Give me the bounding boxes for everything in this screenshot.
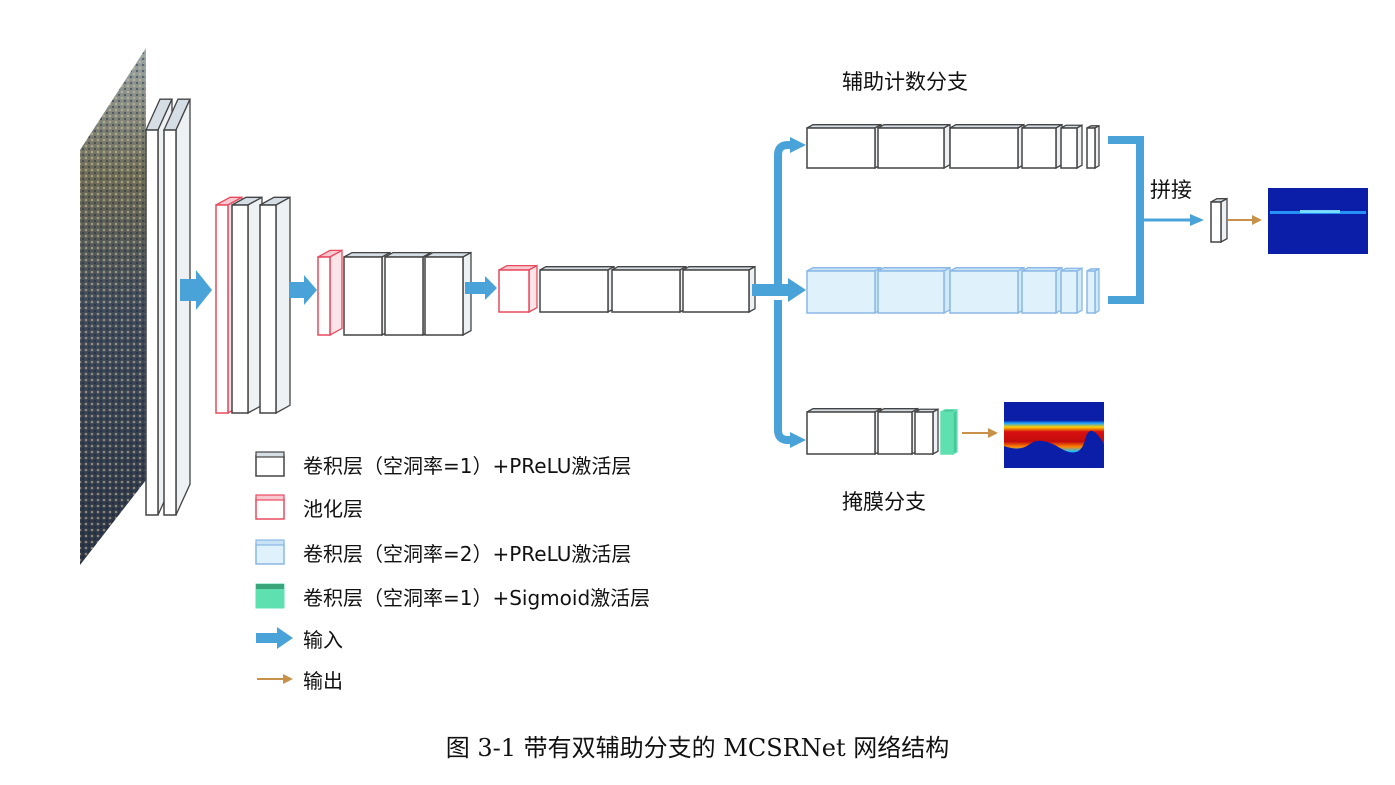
legend-item: 输出 bbox=[255, 664, 343, 694]
conv-layer bbox=[1086, 124, 1100, 170]
legend-text: 输出 bbox=[303, 668, 343, 693]
conv-layer bbox=[231, 196, 263, 415]
legend-text: 卷积层（空洞率=1）+PReLU激活层 bbox=[303, 453, 632, 478]
conv-layer bbox=[424, 251, 472, 337]
branch-arrow-up bbox=[774, 141, 792, 285]
sigmoid-conv-layer bbox=[940, 408, 958, 456]
input-image bbox=[80, 48, 146, 565]
input-arrow-icon bbox=[255, 625, 293, 651]
mask-map-output bbox=[1004, 402, 1104, 468]
pooling-layer bbox=[498, 264, 538, 314]
conv-layer bbox=[1060, 124, 1083, 170]
aux-branch-label: 辅助计数分支 bbox=[842, 70, 968, 94]
dilated-conv-layer bbox=[1060, 267, 1083, 315]
output-conv-layer bbox=[1210, 197, 1228, 244]
pooling-icon bbox=[255, 494, 287, 520]
flow-arrow bbox=[289, 275, 317, 305]
arrow-head bbox=[1190, 214, 1204, 226]
legend-text: 池化层 bbox=[303, 496, 363, 521]
legend-text: 卷积层（空洞率=2）+PReLU激活层 bbox=[303, 541, 632, 566]
dilated-conv-layer bbox=[877, 266, 951, 315]
output-arrow-icon bbox=[255, 666, 293, 692]
legend-item: 卷积层（空洞率=1）+PReLU激活层 bbox=[255, 449, 631, 479]
conv-dilation-2-icon bbox=[255, 539, 287, 565]
legend-item: 输入 bbox=[255, 623, 343, 653]
dilated-conv-layer bbox=[806, 266, 882, 315]
arrow-head bbox=[790, 137, 806, 153]
legend-text: 卷积层（空洞率=1）+Sigmoid激活层 bbox=[303, 585, 651, 610]
conv-layer bbox=[259, 196, 291, 415]
arrow-head bbox=[790, 432, 806, 448]
conv-layer bbox=[806, 123, 882, 170]
arrow-head bbox=[788, 278, 806, 302]
density-map-output bbox=[1268, 188, 1368, 254]
conv-layer bbox=[877, 123, 951, 170]
conv-layer bbox=[539, 265, 615, 314]
conv-sigmoid-icon bbox=[255, 583, 287, 609]
conv-layer bbox=[343, 251, 391, 337]
concat-label: 拼接 bbox=[1150, 178, 1192, 202]
legend-item: 卷积层（空洞率=1）+Sigmoid激活层 bbox=[255, 581, 650, 611]
conv-layer bbox=[914, 408, 939, 456]
conv-layer bbox=[682, 265, 756, 314]
legend-text: 输入 bbox=[303, 627, 343, 652]
concat-bracket bbox=[1108, 136, 1144, 304]
flow-arrow bbox=[180, 270, 212, 310]
conv-layer bbox=[806, 407, 882, 456]
conv-layer bbox=[384, 251, 432, 337]
arrow-head bbox=[1252, 215, 1262, 225]
figure-caption: 图 3-1 带有双辅助分支的 MCSRNet 网络结构 bbox=[445, 734, 950, 762]
dilated-conv-layer bbox=[949, 266, 1025, 315]
conv-layer bbox=[949, 123, 1025, 170]
conv-dilation-1-icon bbox=[255, 451, 287, 477]
dilated-conv-layer bbox=[1086, 267, 1100, 315]
flow-arrow bbox=[465, 276, 497, 300]
arrow-head bbox=[988, 428, 998, 438]
legend-item: 卷积层（空洞率=2）+PReLU激活层 bbox=[255, 537, 631, 567]
branch-arrow-down bbox=[774, 300, 792, 444]
legend-item: 池化层 bbox=[255, 492, 363, 522]
conv-layer bbox=[611, 265, 687, 314]
mask-branch-label: 掩膜分支 bbox=[842, 490, 926, 514]
conv-layer bbox=[1021, 123, 1063, 170]
pooling-layer bbox=[317, 249, 343, 337]
dilated-conv-layer bbox=[1021, 266, 1063, 315]
conv-layer bbox=[162, 98, 192, 516]
conv-layer bbox=[877, 407, 919, 456]
